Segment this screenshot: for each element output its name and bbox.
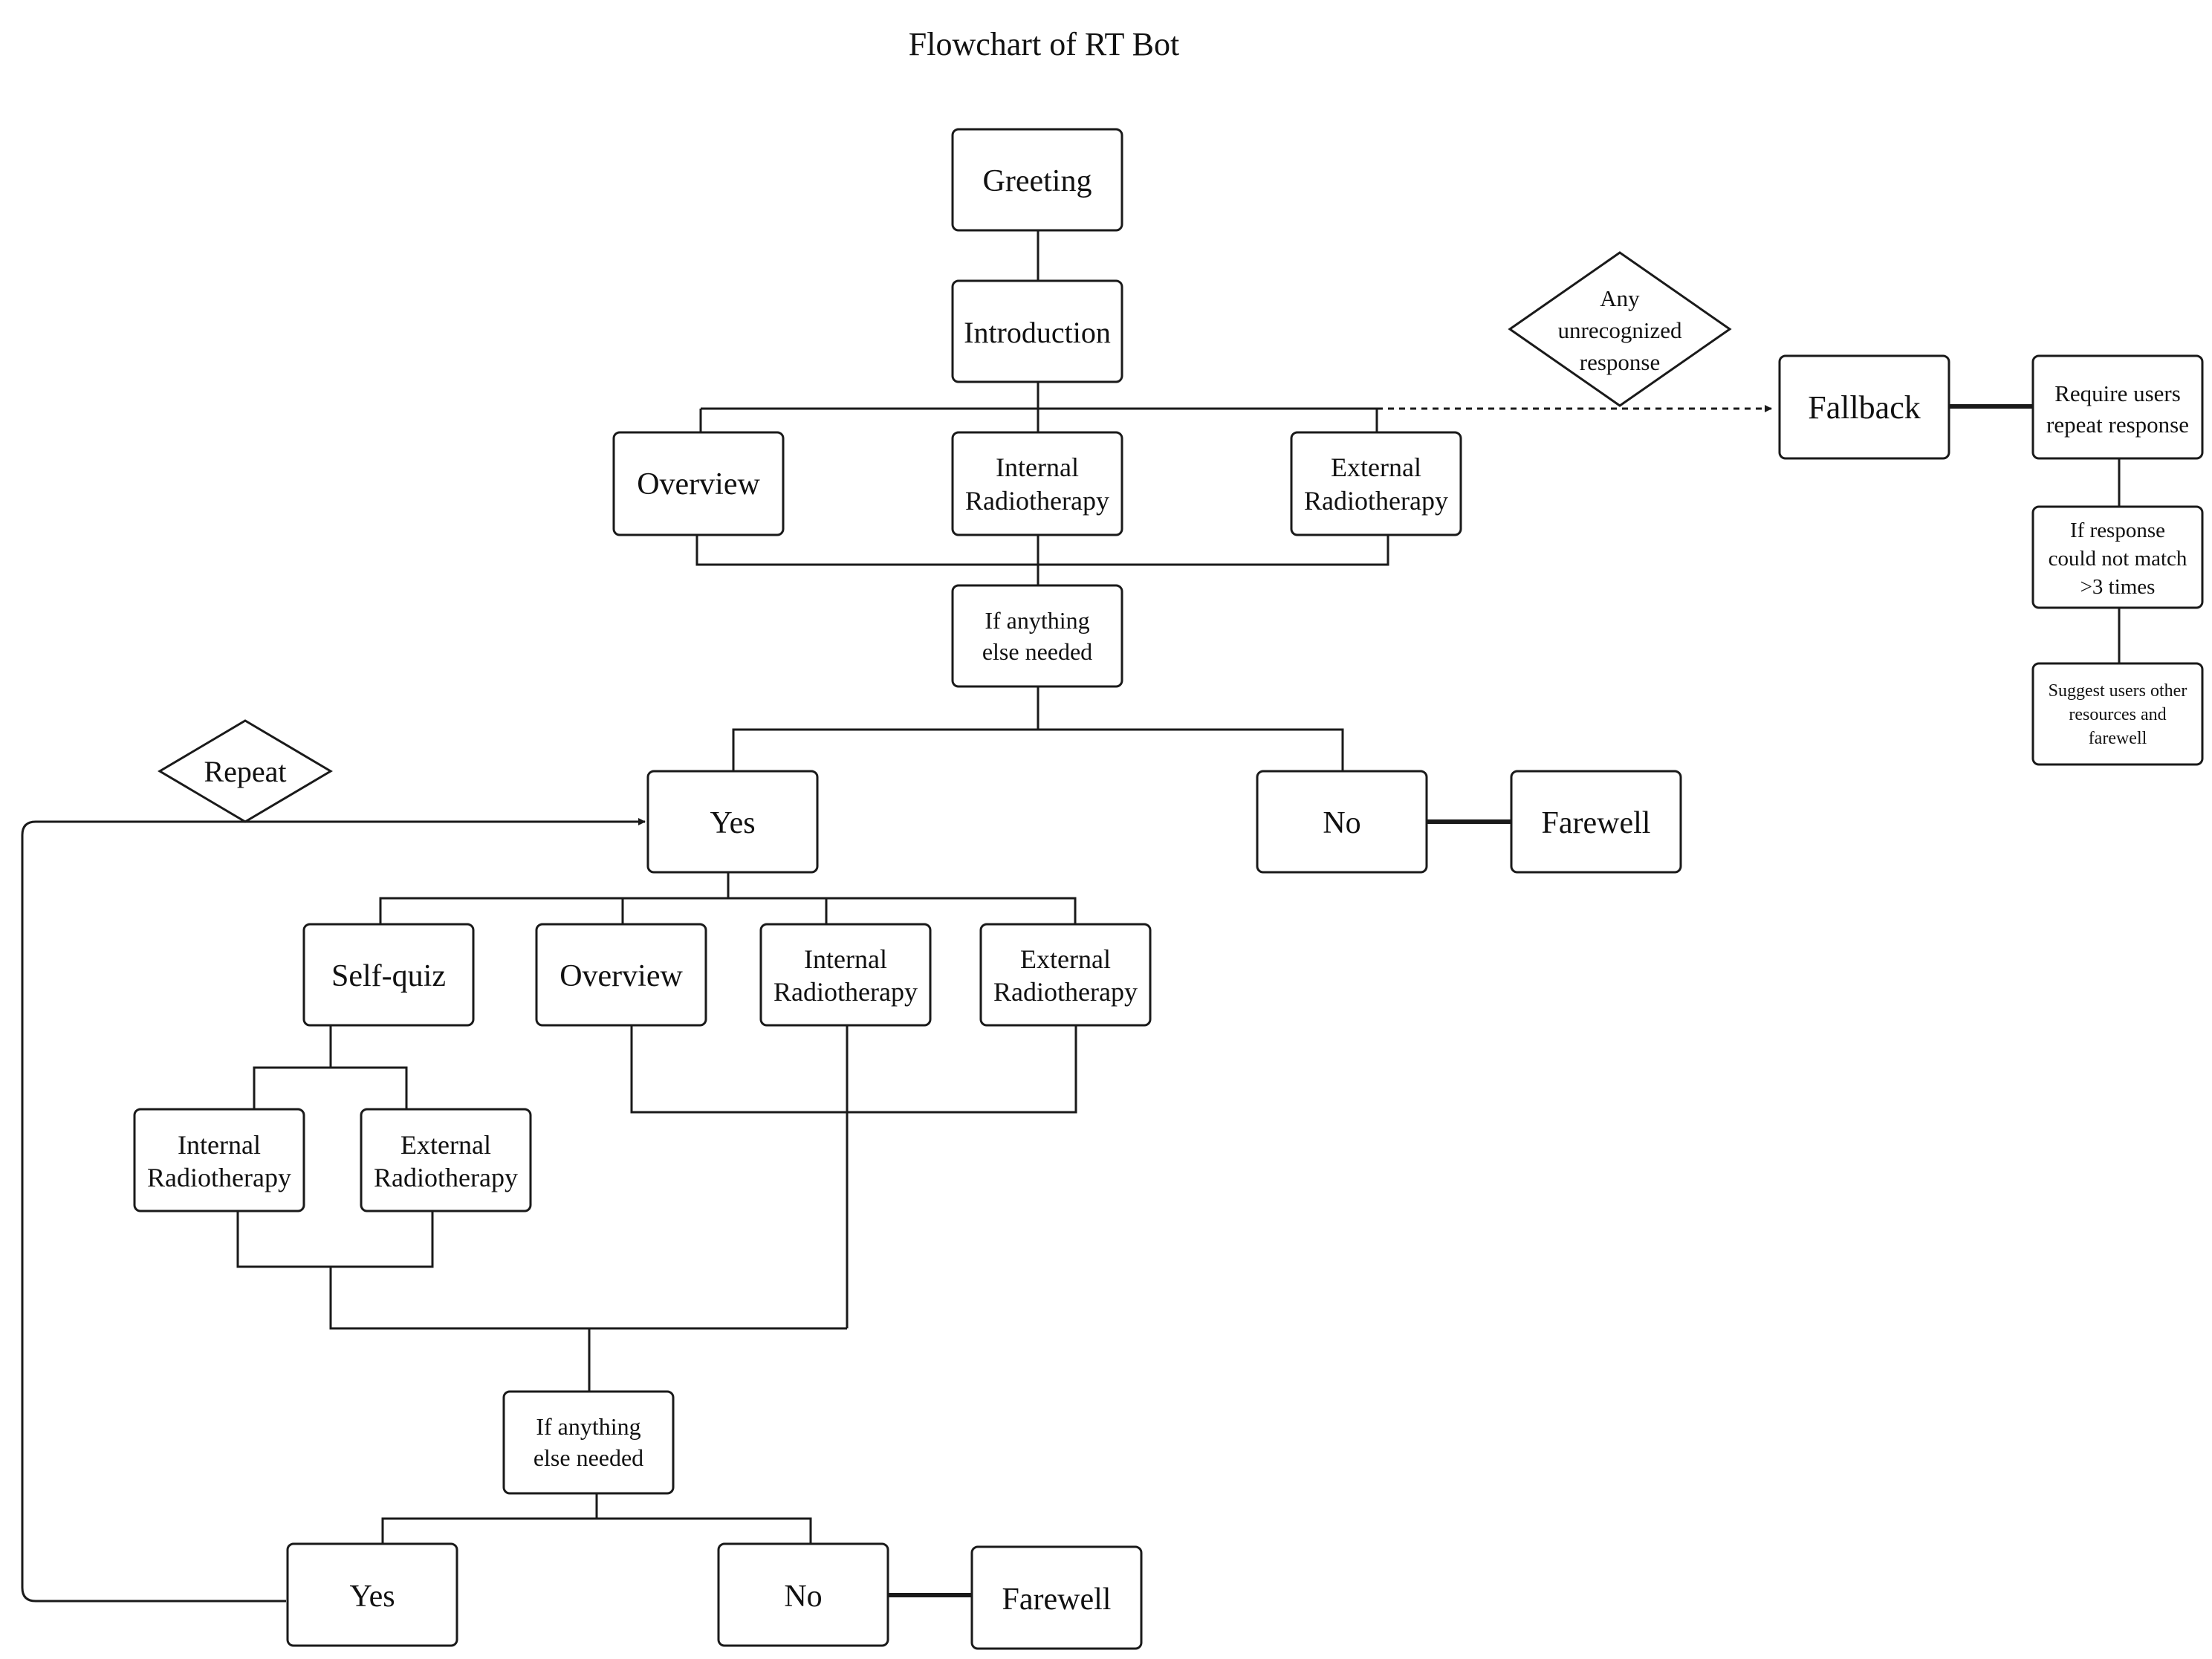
node-farewell-bottom: Farewell xyxy=(970,1545,1143,1650)
connector-bottom-yes-no-bar xyxy=(381,1517,812,1544)
node-overview-mid-label: Overview xyxy=(560,959,683,993)
node-yes-mid-label: Yes xyxy=(710,806,755,840)
node-unrecognized-line1: Any xyxy=(1600,285,1640,311)
node-require-repeat-line1: Require users xyxy=(2054,380,2181,406)
node-no-match: If response could not match >3 times xyxy=(2031,505,2204,609)
connectors xyxy=(21,230,2121,1603)
node-suggest-line1: Suggest users other xyxy=(2049,681,2187,701)
connector-mid-merge xyxy=(630,1025,1077,1114)
node-else-needed-top: If anything else needed xyxy=(951,584,1123,688)
connector-second-row-bar xyxy=(379,897,1077,924)
node-quiz-internal: Internal Radiotherapy xyxy=(133,1108,305,1212)
node-greeting: Greeting xyxy=(951,128,1123,232)
connector-quiz-merge xyxy=(236,1211,434,1268)
node-no-mid-label: No xyxy=(1323,806,1360,840)
node-unrecognized-decision: Any unrecognized response xyxy=(1508,251,1732,407)
node-else-needed-bottom-line2: else needed xyxy=(533,1444,643,1471)
node-external-top-line2: Radiotherapy xyxy=(1304,486,1448,516)
node-yes-mid: Yes xyxy=(646,770,819,874)
node-farewell-mid: Farewell xyxy=(1510,770,1682,874)
node-external-mid-line1: External xyxy=(1020,944,1111,974)
node-repeat-decision: Repeat xyxy=(158,719,333,823)
node-require-repeat: Require users repeat response xyxy=(2031,354,2204,460)
node-overview-mid: Overview xyxy=(535,923,707,1027)
node-quiz-external-line1: External xyxy=(400,1130,491,1160)
node-quiz-external: External Radiotherapy xyxy=(360,1108,532,1212)
node-no-bottom: No xyxy=(717,1542,889,1647)
node-quiz-internal-line2: Radiotherapy xyxy=(147,1163,291,1192)
node-self-quiz: Self-quiz xyxy=(302,923,475,1027)
node-quiz-external-line2: Radiotherapy xyxy=(374,1163,518,1192)
node-farewell-mid-label: Farewell xyxy=(1542,806,1651,840)
node-repeat-label: Repeat xyxy=(204,755,286,788)
node-yes-bottom: Yes xyxy=(286,1542,458,1647)
node-internal-mid-line2: Radiotherapy xyxy=(773,977,918,1007)
node-internal-top-line1: Internal xyxy=(996,452,1079,482)
connector-top-merge xyxy=(695,535,1389,566)
diagram-title: Flowchart of RT Bot xyxy=(909,26,1179,62)
node-self-quiz-label: Self-quiz xyxy=(331,959,446,993)
node-require-repeat-line2: repeat response xyxy=(2046,412,2189,438)
node-suggest-line2: resources and xyxy=(2069,705,2166,724)
node-no-match-line3: >3 times xyxy=(2080,575,2156,599)
node-no-match-line2: could not match xyxy=(2049,547,2187,571)
node-suggest-line3: farewell xyxy=(2089,729,2147,748)
node-else-needed-bottom: If anything else needed xyxy=(502,1390,675,1495)
node-greeting-label: Greeting xyxy=(983,164,1092,198)
node-internal-top: Internal Radiotherapy xyxy=(951,431,1123,536)
node-internal-mid: Internal Radiotherapy xyxy=(759,923,932,1027)
node-external-top: External Radiotherapy xyxy=(1290,431,1462,536)
node-else-needed-top-line1: If anything xyxy=(985,607,1089,634)
node-farewell-bottom-label: Farewell xyxy=(1002,1582,1112,1617)
node-overview-top: Overview xyxy=(612,431,785,536)
node-else-needed-bottom-line1: If anything xyxy=(536,1413,640,1440)
node-unrecognized-line2: unrecognized xyxy=(1558,317,1682,343)
node-introduction-label: Introduction xyxy=(964,316,1111,349)
node-no-bottom-label: No xyxy=(784,1580,822,1614)
node-suggest: Suggest users other resources and farewe… xyxy=(2031,662,2204,766)
node-unrecognized-line3: response xyxy=(1580,349,1660,375)
connector-selfquiz-bar xyxy=(253,1066,408,1109)
node-external-mid: External Radiotherapy xyxy=(979,923,1152,1027)
node-introduction: Introduction xyxy=(951,279,1123,383)
node-external-mid-line2: Radiotherapy xyxy=(993,977,1138,1007)
node-internal-mid-line1: Internal xyxy=(804,944,887,974)
node-quiz-internal-line1: Internal xyxy=(178,1130,261,1160)
connector-repeat-loop xyxy=(21,818,646,1603)
node-no-mid: No xyxy=(1256,770,1428,874)
connector-quiz-to-bottom-bar xyxy=(329,1267,847,1330)
node-no-match-line1: If response xyxy=(2070,519,2165,542)
node-internal-top-line2: Radiotherapy xyxy=(965,486,1109,516)
node-fallback-label: Fallback xyxy=(1808,389,1921,426)
node-external-top-line1: External xyxy=(1331,452,1421,482)
node-else-needed-top-line2: else needed xyxy=(982,638,1092,665)
node-fallback: Fallback xyxy=(1778,354,1950,460)
connector-yes-no-bar xyxy=(732,728,1344,771)
node-overview-top-label: Overview xyxy=(637,467,760,501)
node-yes-bottom-label: Yes xyxy=(349,1580,395,1614)
